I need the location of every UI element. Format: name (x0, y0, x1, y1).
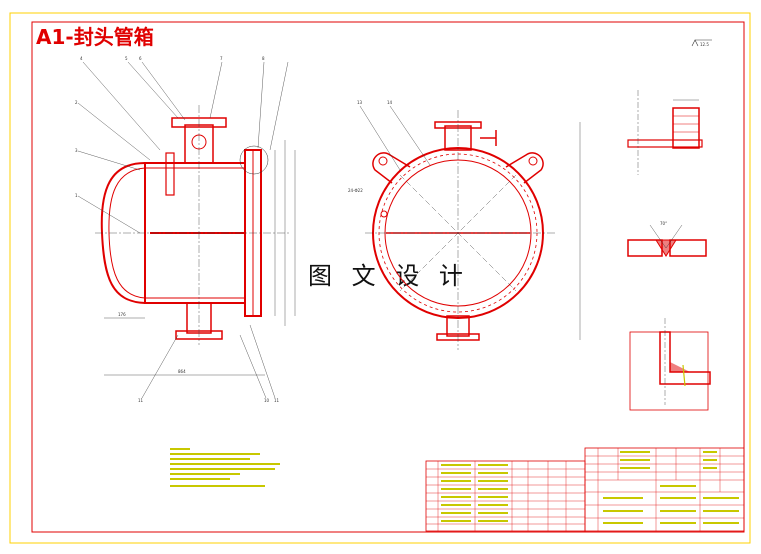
part-number-8: 8 (262, 56, 265, 61)
detail-c-weld (670, 362, 690, 372)
side-part-14: 14 (387, 100, 393, 105)
front-view: 176 864 4 5 6 7 8 2 3 1 11 10 11 (75, 56, 296, 403)
note-line-6 (170, 473, 240, 475)
dim-overall: 864 (178, 369, 186, 374)
detail-b-angle-label: 70° (660, 221, 667, 226)
side-leaders (359, 105, 431, 171)
left-lug-hole (378, 156, 388, 166)
part-number-6: 6 (139, 56, 142, 61)
detail-b-plate-left (627, 239, 663, 257)
drawing-title: A1-封头管箱 (36, 25, 154, 49)
right-lug (505, 152, 544, 184)
inner-frame (31, 21, 745, 533)
note-line-2 (170, 453, 260, 455)
detail-b-plate-right (669, 239, 707, 257)
title-block (584, 447, 745, 532)
detail-c-yellow-mark (682, 364, 686, 387)
part-number-4: 4 (80, 56, 83, 61)
detail-b-angle-left (649, 224, 667, 249)
note-line-7 (170, 478, 230, 480)
side-view: 24-Φ22 13 14 (348, 100, 581, 350)
part-number-7: 7 (220, 56, 223, 61)
part-number-1: 1 (75, 193, 78, 198)
note-line-1 (170, 448, 190, 450)
right-lug-hole (528, 156, 538, 166)
part-number-5: 5 (125, 56, 128, 61)
left-lug (372, 152, 411, 184)
side-nozzle-label: 24-Φ22 (348, 188, 363, 193)
note-line-4 (170, 463, 280, 465)
note-line-3 (170, 458, 250, 460)
part-number-3: 3 (75, 148, 78, 153)
note-line-8 (170, 485, 265, 487)
part-number-11b: 11 (274, 398, 280, 403)
detail-b: 70° (627, 221, 707, 257)
detail-c (629, 318, 711, 411)
part-leaders (77, 61, 289, 399)
roughness-note: 12.5 (700, 42, 709, 47)
part-number-10: 10 (264, 398, 270, 403)
detail-b-angle-right (665, 224, 683, 249)
side-diag-2 (399, 174, 517, 292)
detail-a-hatch (673, 115, 699, 141)
watermark-text: 图 文 设 计 (308, 262, 469, 290)
detail-c-wall (659, 331, 711, 385)
side-hole-mark (380, 210, 388, 218)
parts-list (425, 460, 586, 532)
dim-left: 176 (118, 312, 126, 317)
side-part-13: 13 (357, 100, 363, 105)
detail-bubble (239, 145, 269, 175)
side-nozzle (165, 152, 175, 196)
note-line-5 (170, 468, 275, 470)
detail-a-flange (672, 107, 700, 149)
part-number-2: 2 (75, 100, 78, 105)
outer-frame (9, 12, 751, 544)
part-number-11a: 11 (138, 398, 144, 403)
detail-c-frame (629, 331, 709, 411)
detail-a (627, 90, 703, 175)
title-block-frame (584, 447, 745, 532)
technical-notes (170, 448, 280, 487)
detail-a-plate (627, 139, 703, 148)
roughness-symbol (691, 39, 712, 47)
